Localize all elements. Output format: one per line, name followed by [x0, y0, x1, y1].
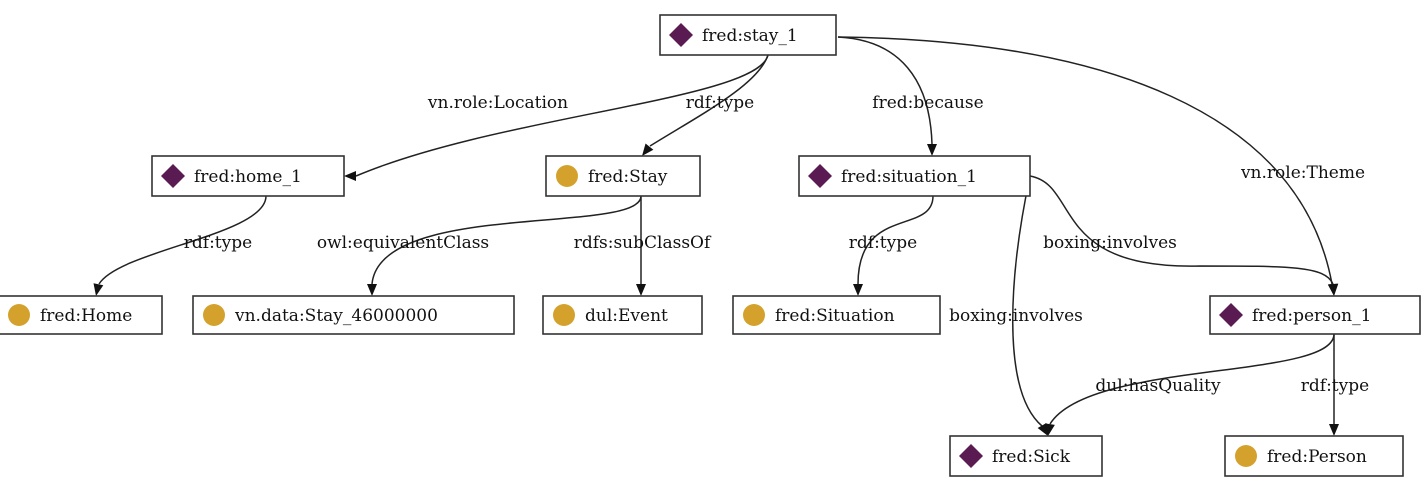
edge-line	[1012, 175, 1043, 427]
node-label: fred:person_1	[1252, 306, 1371, 326]
circle-icon	[1235, 445, 1257, 467]
arrowhead-icon	[344, 171, 356, 181]
arrowhead-icon	[1328, 283, 1339, 296]
edge-line	[837, 36, 933, 145]
node-label: fred:stay_1	[702, 26, 798, 46]
diamond-icon	[1219, 303, 1243, 327]
arrowhead-icon	[927, 144, 937, 156]
node-stay-46000000[interactable]: vn.data:Stay_46000000	[192, 295, 515, 335]
edge-situation_1-Sick: boxing:involves	[949, 175, 1083, 436]
nodes-layer: fred:stay_1 fred:home_1 fred:Stay fred:situ…	[0, 14, 1421, 477]
edges-layer: vn.role:Location rdf:type fred:because vn.r…	[93, 36, 1369, 436]
edge-line	[649, 54, 769, 147]
node-home[interactable]: fred:Home	[0, 295, 163, 335]
edge-label: rdf:type	[184, 233, 252, 253]
edge-line	[1029, 175, 1334, 285]
node-stay[interactable]: fred:Stay	[545, 155, 701, 197]
node-box[interactable]	[192, 295, 515, 335]
node-label: fred:home_1	[194, 167, 302, 187]
circle-icon	[743, 304, 765, 326]
diamond-icon	[808, 164, 832, 188]
diamond-icon	[959, 444, 983, 468]
edge-line	[1049, 333, 1335, 425]
edge-situation_1-person_1: boxing:involves	[1029, 175, 1339, 296]
node-box[interactable]	[732, 295, 941, 335]
node-label: fred:situation_1	[841, 167, 977, 187]
edge-stay_1-situation_1: fred:because	[837, 36, 984, 156]
edge-line	[837, 36, 1333, 285]
edge-line	[355, 54, 769, 177]
node-label: fred:Person	[1267, 447, 1367, 467]
edge-person_1-Person: rdf:type	[1301, 334, 1369, 436]
edge-stay_1-Stay: rdf:type	[642, 54, 769, 156]
edge-label: boxing:involves	[1043, 233, 1177, 253]
diamond-icon	[669, 23, 693, 47]
edge-label: vn.role:Theme	[1240, 163, 1365, 183]
edge-situation_1-Situation: rdf:type	[849, 195, 934, 296]
edge-label: rdf:type	[849, 233, 917, 253]
arrowhead-icon	[93, 283, 104, 296]
edge-label: rdf:type	[1301, 376, 1369, 396]
edge-line	[98, 195, 267, 285]
node-label: fred:Situation	[775, 306, 895, 326]
node-label: fred:Sick	[992, 447, 1071, 467]
circle-icon	[203, 304, 225, 326]
edge-home_1-Home: rdf:type	[93, 195, 267, 296]
circle-icon	[553, 304, 575, 326]
node-label: fred:Home	[40, 306, 132, 326]
edge-label: dul:hasQuality	[1095, 376, 1221, 396]
node-situation-1[interactable]: fred:situation_1	[798, 155, 1031, 197]
circle-icon	[556, 165, 578, 187]
edge-line	[371, 195, 642, 285]
diamond-icon	[161, 164, 185, 188]
arrowhead-icon	[1044, 423, 1055, 436]
edge-label: vn.role:Location	[427, 93, 568, 113]
arrowhead-icon	[367, 284, 377, 296]
node-situation[interactable]: fred:Situation	[732, 295, 941, 335]
edge-line	[857, 195, 934, 285]
edge-label: owl:equivalentClass	[317, 233, 489, 253]
node-label: vn.data:Stay_46000000	[234, 306, 438, 326]
arrowhead-icon	[642, 143, 654, 156]
arrowhead-icon	[636, 284, 646, 296]
edge-Stay-Stay_46000000: owl:equivalentClass	[317, 195, 642, 296]
arrowhead-icon	[1037, 423, 1048, 436]
edge-Stay-Event: rdfs:subClassOf	[574, 196, 712, 296]
edge-label: fred:because	[872, 93, 983, 113]
node-stay-1[interactable]: fred:stay_1	[659, 14, 837, 56]
arrowhead-icon	[853, 284, 863, 296]
edge-label: rdf:type	[686, 93, 754, 113]
node-person[interactable]: fred:Person	[1224, 435, 1404, 477]
node-box[interactable]	[798, 155, 1031, 197]
node-person-1[interactable]: fred:person_1	[1209, 295, 1421, 335]
edge-person_1-Sick: dul:hasQuality	[1044, 333, 1335, 436]
node-box[interactable]	[1209, 295, 1421, 335]
circle-icon	[8, 304, 30, 326]
node-sick[interactable]: fred:Sick	[949, 435, 1103, 477]
edge-label: boxing:involves	[949, 306, 1083, 326]
node-label: dul:Event	[585, 306, 668, 326]
node-label: fred:Stay	[588, 167, 668, 187]
node-home-1[interactable]: fred:home_1	[151, 155, 345, 197]
edge-stay_1-home_1: vn.role:Location	[344, 54, 769, 181]
node-event[interactable]: dul:Event	[542, 295, 703, 335]
arrowhead-icon	[1329, 424, 1339, 436]
edge-label: rdfs:subClassOf	[574, 233, 712, 253]
node-box[interactable]	[949, 435, 1103, 477]
